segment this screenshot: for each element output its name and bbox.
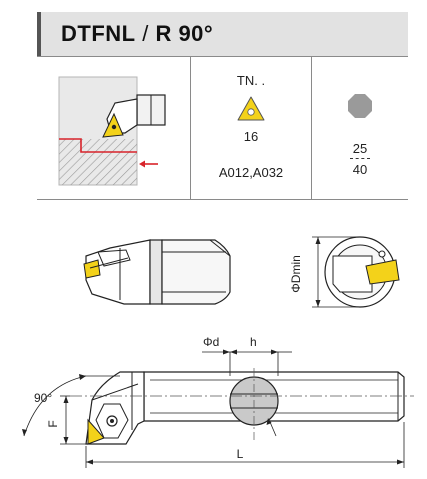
tool-side-view [83, 239, 231, 305]
label-F: F [46, 420, 60, 427]
boring-cut-illustration-cell [37, 57, 191, 199]
insert-size: 16 [243, 129, 259, 144]
bar-size-cell: 25 40 [312, 57, 408, 199]
product-code: DTFNL [61, 21, 136, 46]
dim-top: 25 [352, 141, 368, 156]
insert-screw [111, 124, 117, 130]
product-suffix: R 90° [155, 21, 214, 46]
product-title: DTFNL / R 90° [61, 21, 213, 47]
workpiece-hatch [59, 139, 137, 185]
header-accent [37, 12, 41, 56]
insert-prefix: TN. . [236, 73, 266, 88]
insert-triangle-icon [237, 96, 265, 121]
feed-arrow-icon [139, 160, 145, 168]
insert-codes: A012,A032 [218, 165, 284, 180]
fraction-line [350, 158, 370, 159]
spec-table: TN. . 16 A012,A032 25 40 [37, 56, 408, 200]
dim-bottom: 40 [352, 162, 368, 177]
octagon-icon [348, 94, 372, 118]
label-angle: 90° [34, 391, 52, 405]
label-phi-d: Φd [203, 335, 219, 349]
insert-cell: TN. . 16 A012,A032 [191, 57, 312, 199]
label-h: h [250, 335, 257, 349]
tool-end-view [312, 236, 400, 308]
header-bar: DTFNL / R 90° [37, 12, 408, 56]
label-phi-dmin: ΦDmin [289, 255, 303, 293]
dimension-lines [22, 349, 405, 468]
boring-cut-illustration [58, 76, 166, 186]
red-contour [59, 138, 137, 153]
title-slash: / [135, 21, 156, 46]
tool-top-view [70, 368, 414, 445]
label-L: L [237, 447, 244, 461]
